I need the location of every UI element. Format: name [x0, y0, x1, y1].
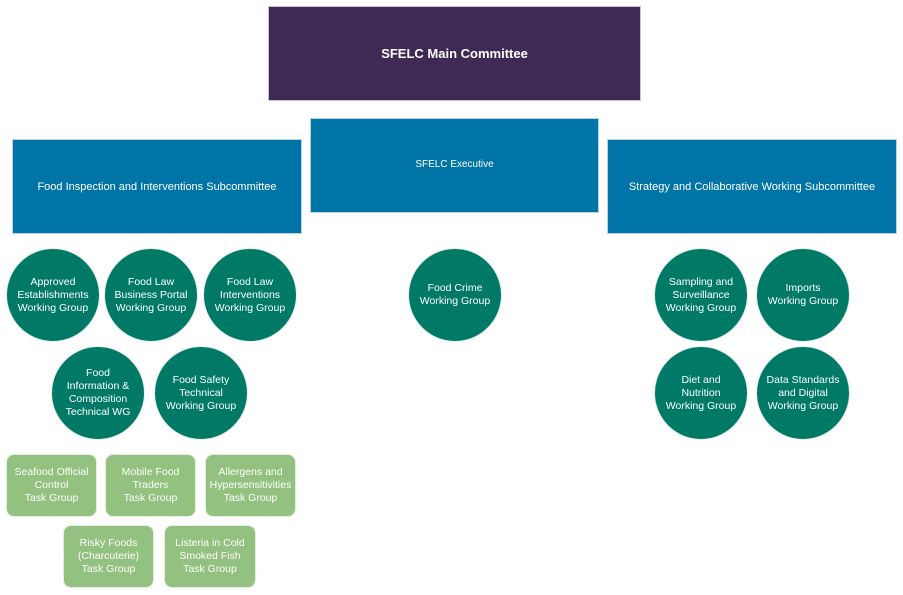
executive-label: SFELC Executive: [415, 159, 494, 170]
working-group-food-crime: Food Crime Working Group: [408, 248, 502, 342]
working-group-label: Approved Establishments Working Group: [17, 275, 89, 314]
working-group-label: Data Standards and Digital Working Group: [766, 373, 840, 412]
working-group-food-law-interventions: Food Law Interventions Working Group: [203, 248, 297, 342]
main-committee-label: SFELC Main Committee: [381, 46, 528, 61]
task-group-label: Allergens and Hypersensitivities Task Gr…: [209, 466, 292, 504]
working-group-label: Diet and Nutrition Working Group: [665, 373, 737, 412]
working-group-food-safety-technical: Food Safety Technical Working Group: [154, 346, 248, 440]
strategy-subcommittee-label: Strategy and Collaborative Working Subco…: [628, 180, 876, 193]
food-inspection-subcommittee-label: Food Inspection and Interventions Subcom…: [37, 180, 277, 193]
working-group-diet-nutrition: Diet and Nutrition Working Group: [654, 346, 748, 440]
working-group-food-law-business-portal: Food Law Business Portal Working Group: [104, 248, 198, 342]
working-group-label: Food Information & Composition Technical…: [65, 367, 131, 418]
executive-box: SFELC Executive: [310, 118, 599, 213]
task-group-seafood-official-control: Seafood Official Control Task Group: [6, 454, 97, 517]
task-group-listeria-cold-smoked-fish: Listeria in Cold Smoked Fish Task Group: [164, 525, 256, 588]
task-group-mobile-food-traders: Mobile Food Traders Task Group: [105, 454, 196, 517]
working-group-label: Food Safety Technical Working Group: [165, 373, 237, 412]
task-group-label: Mobile Food Traders Task Group: [121, 466, 180, 504]
task-group-allergens-hypersensitivities: Allergens and Hypersensitivities Task Gr…: [205, 454, 296, 517]
task-group-risky-foods: Risky Foods (Charcuterie) Task Group: [63, 525, 154, 588]
working-group-label: Food Law Business Portal Working Group: [114, 275, 188, 314]
task-group-label: Listeria in Cold Smoked Fish Task Group: [175, 537, 245, 575]
working-group-label: Sampling and Surveillance Working Group: [665, 275, 737, 314]
working-group-approved-establishments: Approved Establishments Working Group: [6, 248, 100, 342]
working-group-imports: Imports Working Group: [756, 248, 850, 342]
working-group-sampling-surveillance: Sampling and Surveillance Working Group: [654, 248, 748, 342]
working-group-label: Imports Working Group: [767, 282, 839, 307]
working-group-label: Food Crime Working Group: [419, 282, 491, 307]
food-inspection-subcommittee-box: Food Inspection and Interventions Subcom…: [12, 139, 302, 234]
working-group-food-information-composition: Food Information & Composition Technical…: [51, 346, 145, 440]
strategy-subcommittee-box: Strategy and Collaborative Working Subco…: [607, 139, 897, 234]
working-group-data-standards-digital: Data Standards and Digital Working Group: [756, 346, 850, 440]
task-group-label: Seafood Official Control Task Group: [14, 466, 89, 504]
main-committee-box: SFELC Main Committee: [268, 6, 641, 101]
task-group-label: Risky Foods (Charcuterie) Task Group: [77, 537, 140, 575]
working-group-label: Food Law Interventions Working Group: [214, 275, 286, 314]
